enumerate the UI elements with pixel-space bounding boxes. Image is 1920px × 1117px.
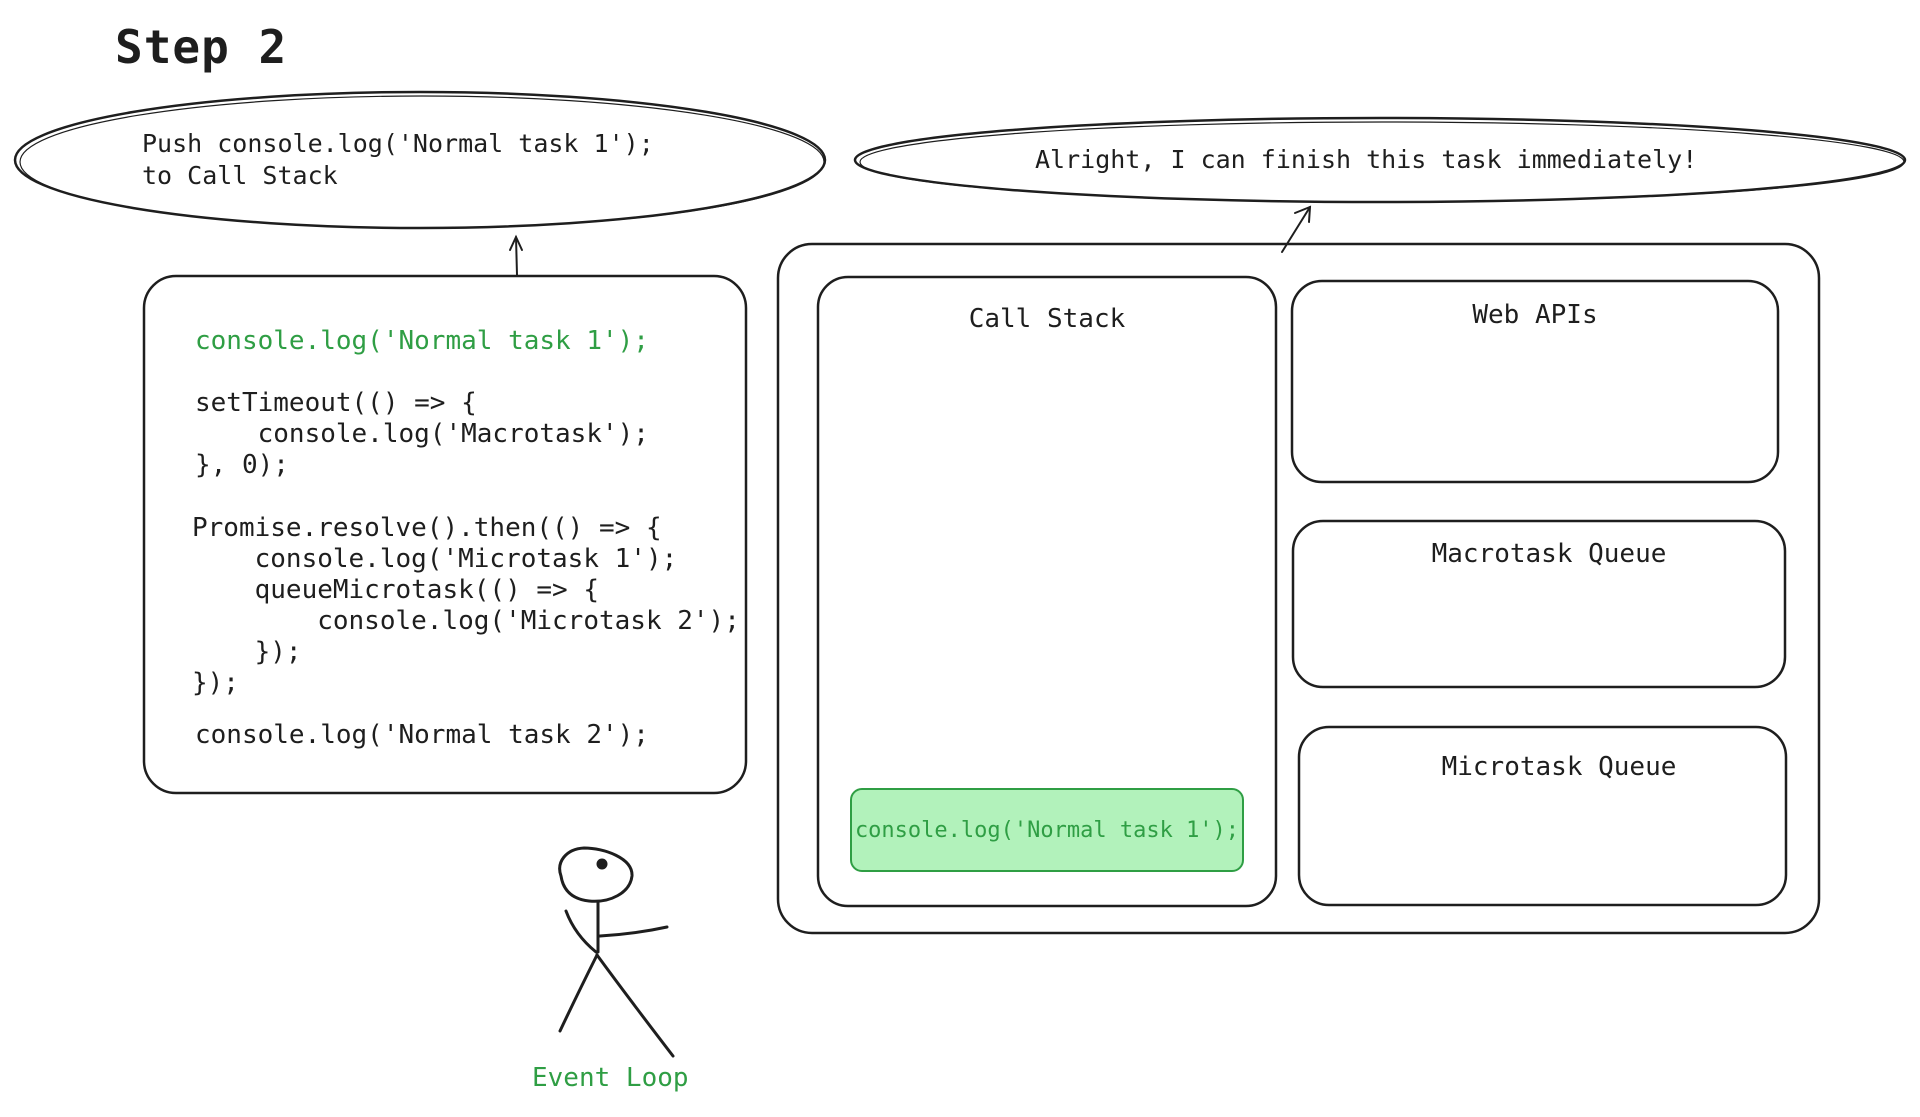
code-line-last: console.log('Normal task 2'); [195, 720, 649, 750]
left-bubble-line-2: to Call Stack [142, 161, 338, 190]
event-loop-label: Event Loop [532, 1063, 689, 1093]
call-stack-item: console.log('Normal task 1'); [850, 788, 1244, 872]
code-panel-border [142, 274, 748, 795]
code-line-highlighted: console.log('Normal task 1'); [195, 326, 649, 356]
runtime-outer-border [776, 242, 1821, 935]
left-speech-bubble-sketch [19, 95, 825, 229]
event-loop-stick-figure [558, 846, 675, 1058]
web-apis-border [1290, 279, 1780, 484]
call-stack-border [816, 275, 1278, 908]
left-bubble-line-1: Push console.log('Normal task 1'); [142, 129, 654, 158]
step-title: Step 2 [115, 20, 288, 74]
macrotask-queue-title: Macrotask Queue [1431, 539, 1667, 569]
code-block-settimeout: setTimeout(() => { console.log('Macrotas… [195, 388, 649, 480]
call-stack-title: Call Stack [968, 304, 1126, 334]
right-speech-bubble-sketch [859, 121, 1905, 203]
microtask-queue-title: Microtask Queue [1441, 752, 1677, 782]
right-bubble-text: Alright, I can finish this task immediat… [1035, 145, 1698, 174]
left-bubble-text: Push console.log('Normal task 1'); to Ca… [142, 128, 654, 192]
arrow-code-to-bubble [509, 234, 523, 276]
web-apis-title: Web APIs [1472, 300, 1598, 330]
code-block-promise: Promise.resolve().then(() => { console.l… [192, 513, 740, 698]
microtask-queue-border [1297, 725, 1788, 907]
macrotask-queue-border [1291, 519, 1787, 689]
